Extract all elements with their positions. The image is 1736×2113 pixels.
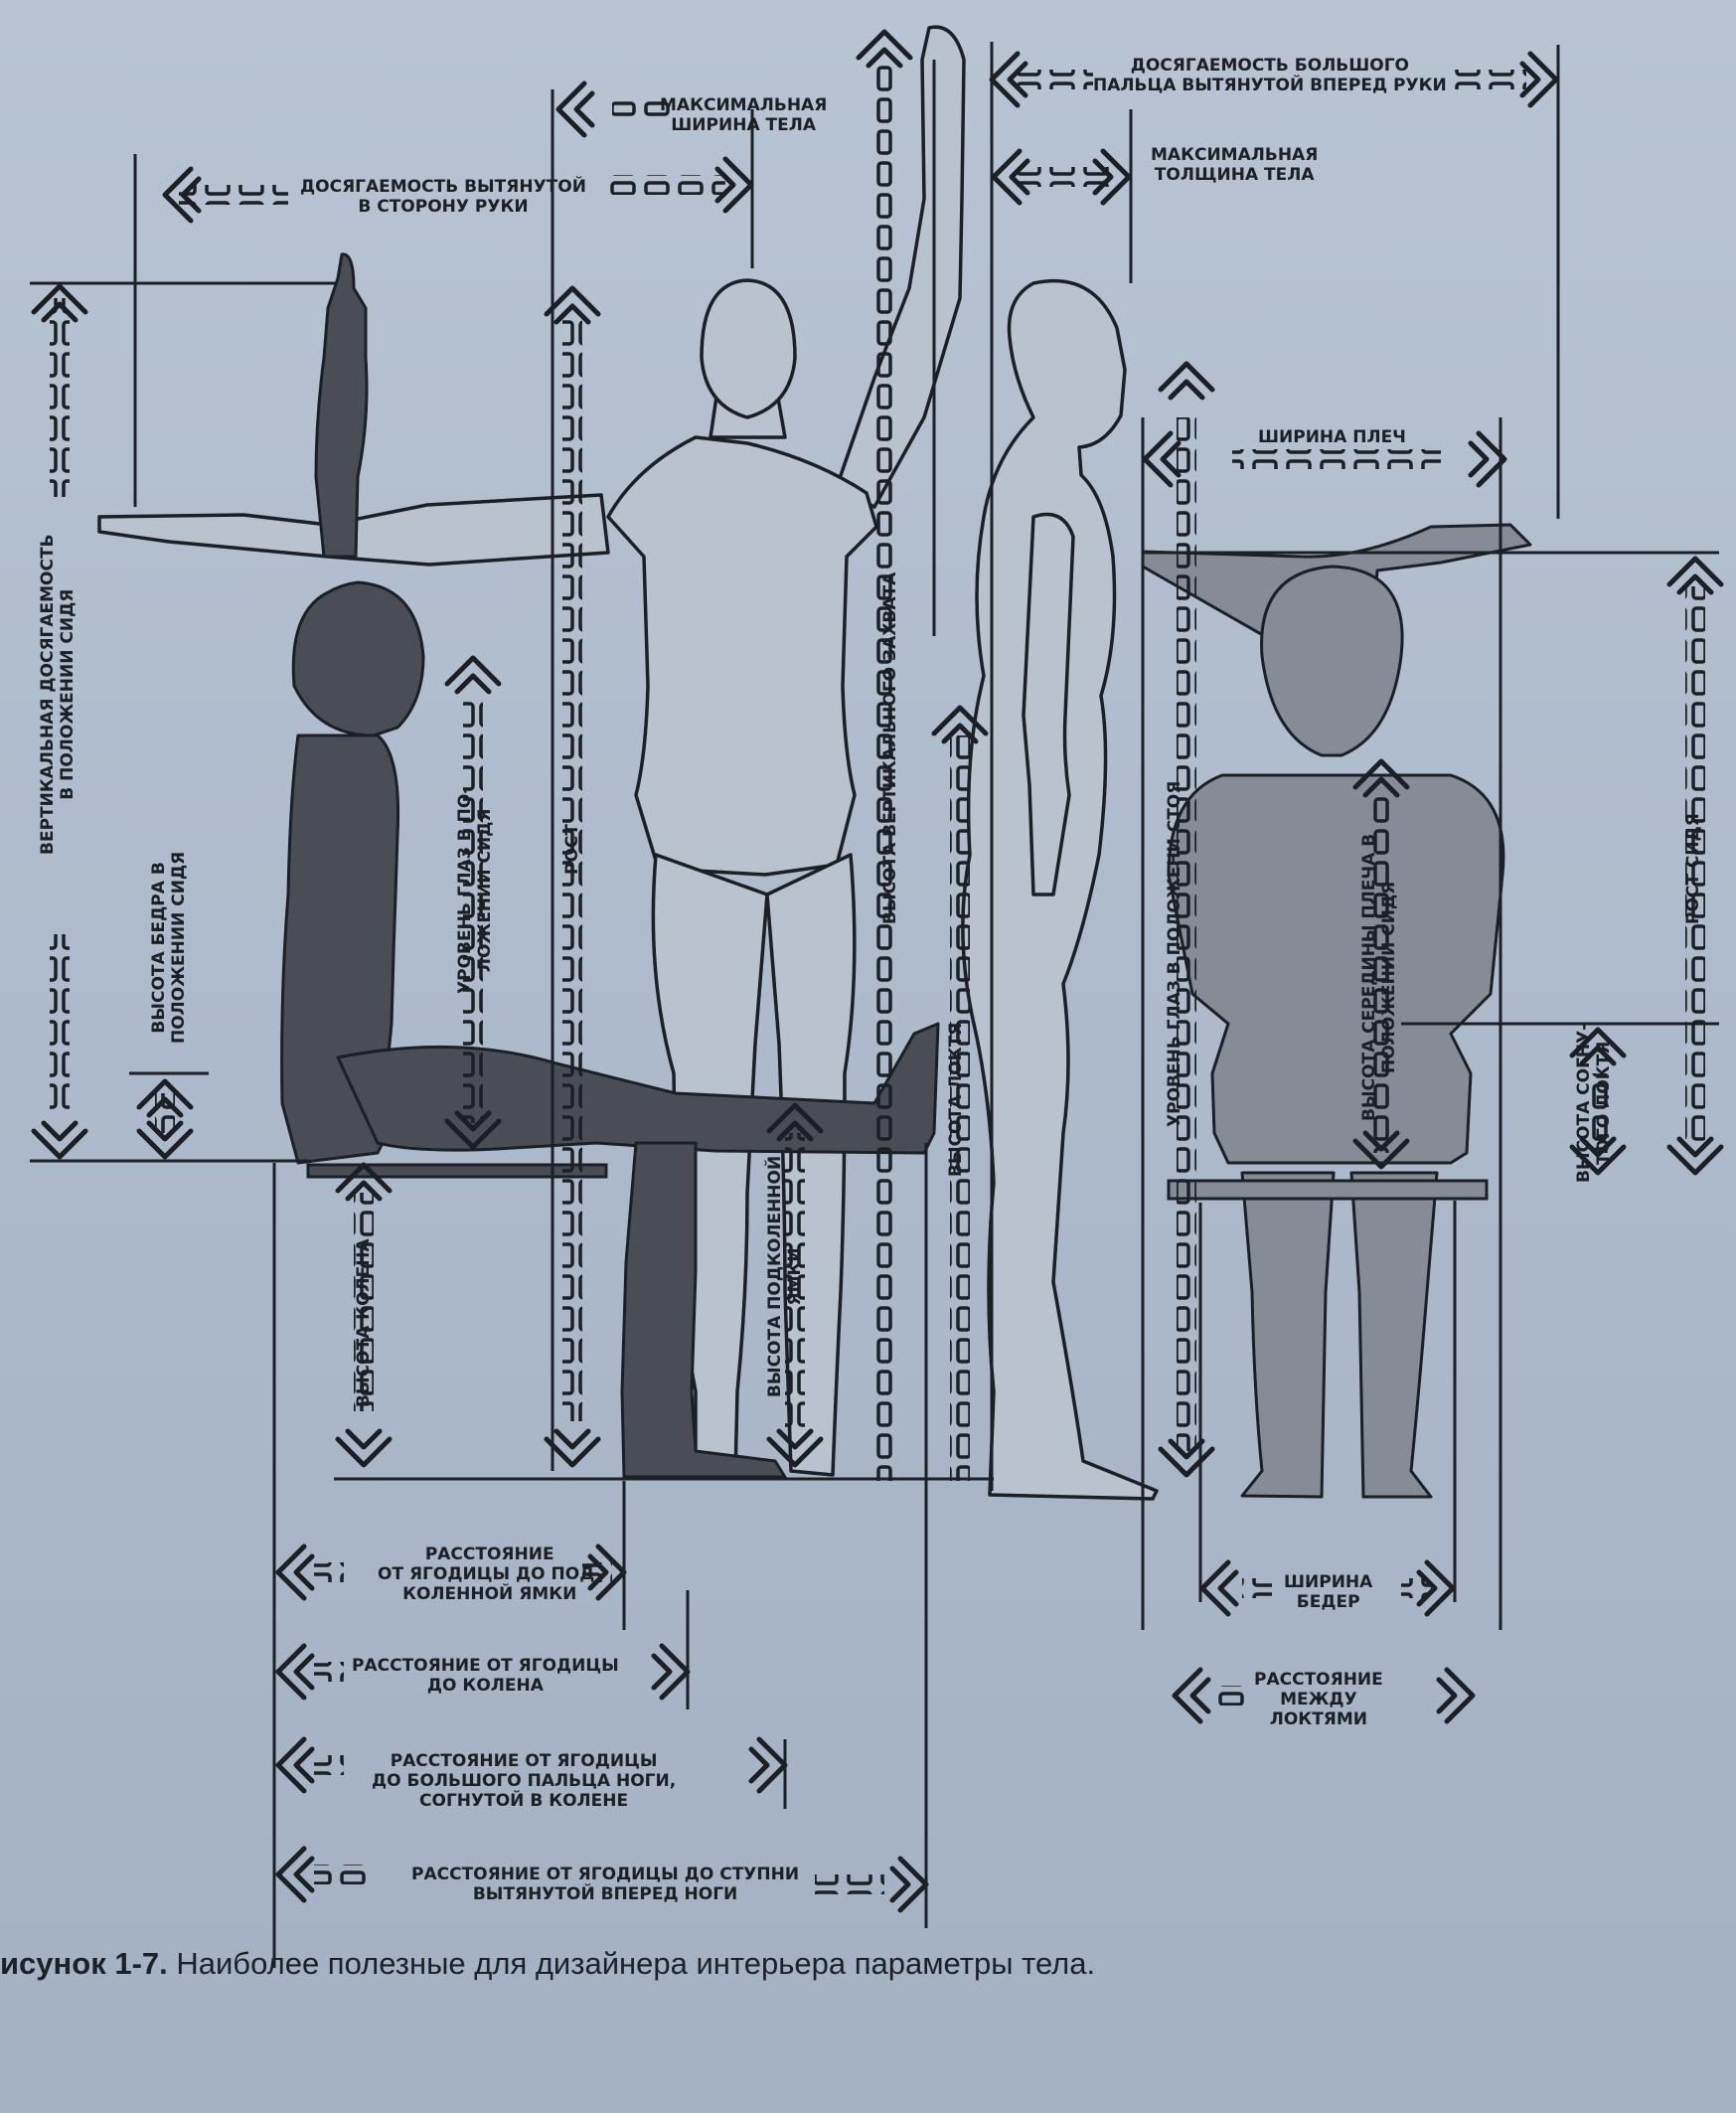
label-side-reach: ДОСЯГАЕМОСТЬ ВЫТЯНУТОЙ В СТОРОНУ РУКИ <box>300 177 586 217</box>
label-line: ПАЛЬЦА ВЫТЯНУТОЙ ВПЕРЕД РУКИ <box>1093 76 1447 95</box>
label-popliteal-height: ВЫСОТА ПОДКОЛЕННОЙ ЯМКИ <box>765 1156 805 1397</box>
label-elbow-height: ВЫСОТА ЛОКТЯ <box>946 1023 966 1177</box>
label-knee-height: ВЫСОТА КОЛЕНА <box>354 1238 374 1407</box>
label-mid-shoulder-seated: ВЫСОТА СЕРЕДИНЫ ПЛЕЧА В ПОЛОЖЕНИИ СИДЯ <box>1359 834 1399 1121</box>
label-line: ВЫСОТА ПОДКОЛЕННОЙ <box>765 1155 785 1397</box>
label-vertical-grip: ВЫСОТА ВЕРТИКАЛЬНОГО ЗАХВАТА <box>880 572 900 924</box>
caption-prefix: исунок 1-7. <box>0 1946 168 1981</box>
label-stature: РОСТ <box>562 824 582 875</box>
label-line: ЛОКТЯМИ <box>1269 1709 1368 1729</box>
label-line: БЕДЕР <box>1296 1592 1360 1612</box>
label-line: ВЫСОТА КОЛЕНА <box>354 1238 374 1407</box>
label-line: ВЫСОТА ВЕРТИКАЛЬНОГО ЗАХВАТА <box>880 571 900 924</box>
label-line: РАССТОЯНИЕ ОТ ЯГОДИЦЫ <box>352 1656 619 1676</box>
front-standing-figure <box>97 25 966 1477</box>
label-max-width: МАКСИМАЛЬНАЯ ШИРИНА ТЕЛА <box>660 95 827 135</box>
label-line: ТОЛЩИНА ТЕЛА <box>1154 165 1315 185</box>
label-sitting-height: РОСТ СИДЯ <box>1683 813 1703 924</box>
label-shoulder-width: ШИРИНА ПЛЕЧ <box>1258 427 1406 447</box>
label-line: РОСТ <box>562 824 582 875</box>
label-line: РАССТОЯНИЕ <box>1254 1670 1383 1690</box>
label-line: СОГНУТОЙ В КОЛЕНЕ <box>419 1791 629 1811</box>
label-buttock-toe: РАССТОЯНИЕ ОТ ЯГОДИЦЫ ДО БОЛЬШОГО ПАЛЬЦА… <box>372 1751 676 1811</box>
label-line: ДОСЯГАЕМОСТЬ БОЛЬШОГО <box>1130 56 1410 76</box>
label-line: ОТ ЯГОДИЦЫ ДО ПОД- <box>378 1564 602 1584</box>
label-line: В ПОЛОЖЕНИИ СИДЯ <box>58 588 78 800</box>
vertical-measure-bars <box>50 60 1705 1481</box>
figure-caption: исунок 1-7. Наиболее полезные для дизайн… <box>0 1946 1095 1982</box>
label-line: ШИРИНА <box>1284 1572 1373 1592</box>
label-max-depth: МАКСИМАЛЬНАЯ ТОЛЩИНА ТЕЛА <box>1151 145 1318 185</box>
label-line: ВЫСОТА ЛОКТЯ <box>946 1022 966 1177</box>
label-line: МАКСИМАЛЬНАЯ <box>660 95 828 115</box>
side-standing-figure <box>961 278 1159 1501</box>
label-eye-level-seated: УРОВЕНЬ ГЛАЗ В ПО- ЛОЖЕНИИ СИДЯ <box>455 787 495 994</box>
label-line: МЕЖДУ <box>1280 1690 1357 1709</box>
label-line: ТОГО ЛОКТЯ <box>1594 1041 1614 1166</box>
seated-side-seat <box>306 1163 608 1179</box>
caption-text: Наиболее полезные для дизайнера интерьер… <box>167 1946 1096 1981</box>
label-line: ПОЛОЖЕНИИ СИДЯ <box>1379 881 1399 1074</box>
label-line: ВЫСОТА БЕДРА В <box>149 862 169 1034</box>
label-line: КОЛЕННОЙ ЯМКИ <box>402 1584 577 1604</box>
label-line: ДО БОЛЬШОГО ПАЛЬЦА НОГИ, <box>372 1771 677 1791</box>
label-line: ДО КОЛЕНА <box>426 1676 544 1696</box>
label-elbow-rest: ВЫСОТА СОГНУ- ТОГО ЛОКТЯ <box>1574 1024 1614 1183</box>
label-line: ВЕРТИКАЛЬНАЯ ДОСЯГАЕМОСТЬ <box>38 534 58 855</box>
label-line: ШИРИНА ТЕЛА <box>671 115 817 135</box>
label-buttock-heel: РАССТОЯНИЕ ОТ ЯГОДИЦЫ ДО СТУПНИ ВЫТЯНУТО… <box>411 1865 799 1904</box>
label-line: РАССТОЯНИЕ ОТ ЯГОДИЦЫ ДО СТУПНИ <box>411 1865 800 1884</box>
back-seat-bench <box>1167 1179 1489 1201</box>
label-line: ВЫСОТА СЕРЕДИНЫ ПЛЕЧА В <box>1359 833 1379 1121</box>
label-line: РАССТОЯНИЕ ОТ ЯГОДИЦЫ <box>390 1751 658 1771</box>
label-line: ШИРИНА ПЛЕЧ <box>1258 427 1406 447</box>
label-line: ПОЛОЖЕНИИ СИДЯ <box>169 851 189 1044</box>
label-line: МАКСИМАЛЬНАЯ <box>1151 145 1319 165</box>
label-hip-width: ШИРИНА БЕДЕР <box>1284 1572 1372 1612</box>
label-line: УРОВЕНЬ ГЛАЗ В ПО- <box>455 786 475 994</box>
guide-lines <box>30 42 1719 1968</box>
label-elbow-to-elbow: РАССТОЯНИЕ МЕЖДУ ЛОКТЯМИ <box>1254 1670 1383 1729</box>
label-line: ВЫТЯНУТОЙ ВПЕРЕД НОГИ <box>472 1884 738 1904</box>
label-thigh-height: ВЫСОТА БЕДРА В ПОЛОЖЕНИИ СИДЯ <box>149 852 189 1044</box>
label-buttock-knee: РАССТОЯНИЕ ОТ ЯГОДИЦЫ ДО КОЛЕНА <box>352 1656 619 1696</box>
label-line: ДОСЯГАЕМОСТЬ ВЫТЯНУТОЙ <box>300 177 586 197</box>
label-reach-thumb: ДОСЯГАЕМОСТЬ БОЛЬШОГО ПАЛЬЦА ВЫТЯНУТОЙ В… <box>1093 56 1447 95</box>
horizontal-measure-bars <box>179 70 1526 1894</box>
label-vertical-reach-seated: ВЕРТИКАЛЬНАЯ ДОСЯГАЕМОСТЬ В ПОЛОЖЕНИИ СИ… <box>38 534 78 855</box>
label-line: ЛОЖЕНИИ СИДЯ <box>475 808 495 973</box>
label-line: ЯМКИ <box>785 1247 805 1306</box>
label-line: РОСТ СИДЯ <box>1683 813 1703 924</box>
label-line: УРОВЕНЬ ГЛАЗ В ПОЛОЖЕНИ СТОЯ <box>1165 780 1184 1127</box>
label-line: В СТОРОНУ РУКИ <box>358 197 529 217</box>
label-buttock-popliteal: РАССТОЯНИЕ ОТ ЯГОДИЦЫ ДО ПОД- КОЛЕННОЙ Я… <box>378 1544 601 1604</box>
label-line: РАССТОЯНИЕ <box>424 1544 554 1564</box>
label-line: ВЫСОТА СОГНУ- <box>1574 1023 1594 1183</box>
label-eye-level-standing: УРОВЕНЬ ГЛАЗ В ПОЛОЖЕНИ СТОЯ <box>1165 781 1184 1127</box>
seated-side-figure <box>280 252 940 1479</box>
